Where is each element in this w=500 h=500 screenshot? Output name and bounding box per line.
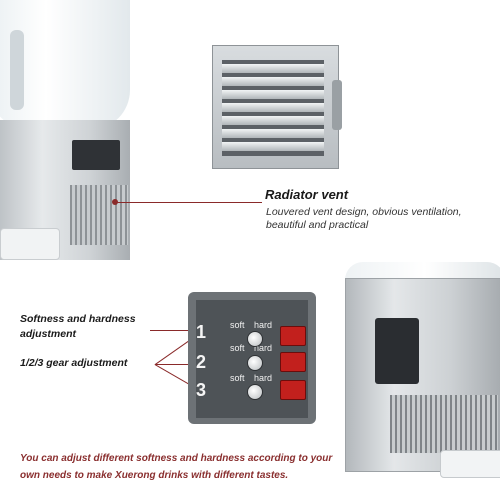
footer-note: You can adjust different softness and ha… [20, 453, 333, 481]
callout-line [155, 364, 195, 365]
louver-slat [222, 129, 324, 138]
louver-slat [222, 90, 324, 99]
louver-slat [222, 64, 324, 73]
gear-2-switch[interactable] [280, 352, 306, 372]
softness-hardness-label: Softness and hardness adjustment [20, 313, 136, 340]
machine-auger [10, 30, 24, 110]
louver-slat [222, 142, 324, 151]
gear-number: 3 [196, 380, 207, 400]
drip-tray-topleft [0, 228, 60, 260]
radiator-vent-louvers [222, 60, 324, 156]
machine-control-panel-topleft [72, 140, 120, 170]
soft-label: soft [230, 373, 245, 383]
gear-number: 1 [196, 322, 207, 342]
vent-hinge [332, 80, 342, 130]
softness-knob[interactable] [247, 384, 263, 400]
radiator-title: Radiator vent [265, 187, 349, 202]
callout-line [150, 330, 195, 331]
louver-slat [222, 77, 324, 86]
radiator-description: Louvered vent design, obvious ventilatio… [266, 206, 462, 231]
softness-knob[interactable] [247, 331, 263, 347]
callout-line [116, 202, 262, 203]
radiator-grill-bottomright [390, 395, 498, 453]
hard-label: hard [254, 343, 273, 353]
machine-control-panel-bottomright [375, 318, 419, 384]
drip-tray-bottomright [440, 450, 500, 478]
gear-3-switch[interactable] [280, 380, 306, 400]
gear-adjustment-label: 1/2/3 gear adjustment [20, 357, 128, 369]
gear-1-switch[interactable] [280, 326, 306, 346]
callout-dot [112, 199, 118, 205]
louver-slat [222, 116, 324, 125]
soft-label: soft [230, 320, 245, 330]
radiator-grill-topleft [70, 185, 128, 245]
hard-label: hard [254, 320, 273, 330]
gear-number: 2 [196, 352, 207, 372]
soft-label: soft [230, 343, 245, 353]
softness-knob[interactable] [247, 355, 263, 371]
hard-label: hard [254, 373, 273, 383]
louver-slat [222, 103, 324, 112]
